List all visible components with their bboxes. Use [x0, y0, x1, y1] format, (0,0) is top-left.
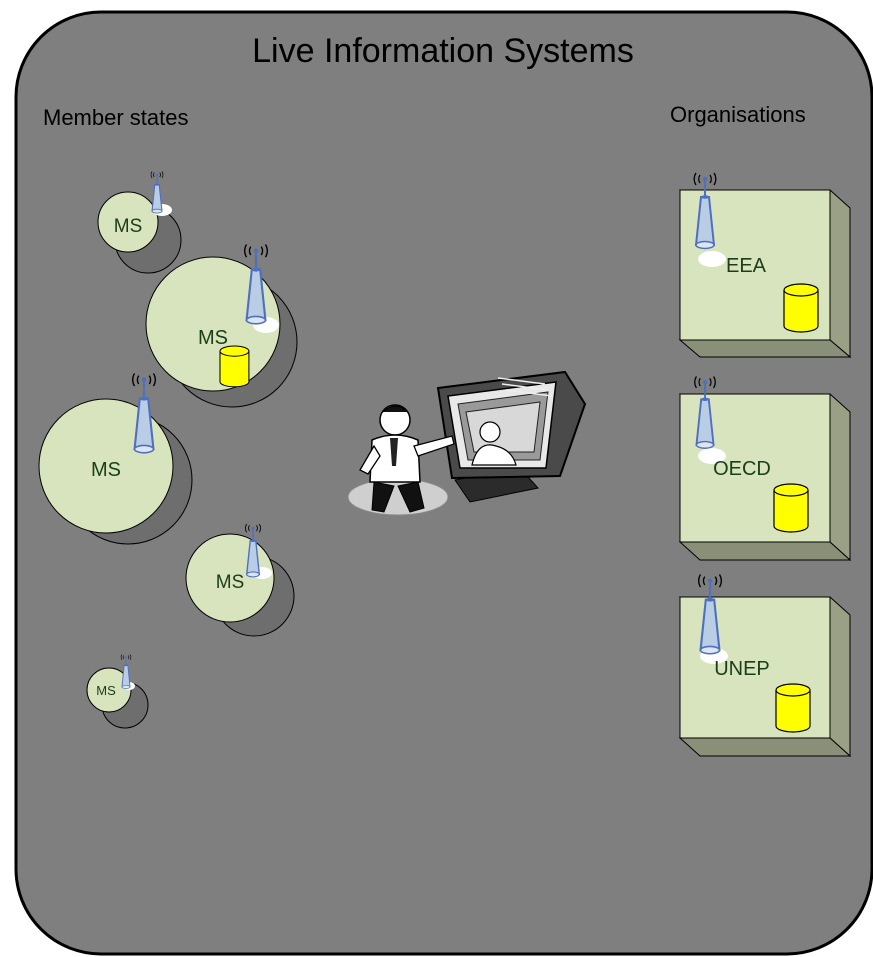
node-label: MS [198, 327, 228, 349]
member-states-heading: Member states [43, 105, 189, 130]
member-state-node: MS [145, 243, 298, 408]
database-icon [783, 283, 819, 333]
database-icon [775, 683, 811, 733]
member-state-node: MS [86, 654, 149, 729]
node-label: MS [91, 459, 121, 481]
organisation-box: OECD [678, 375, 852, 562]
member-state-node: MS [38, 372, 193, 545]
node-label: MS [96, 683, 116, 698]
database-icon [219, 345, 250, 388]
org-label: OECD [713, 458, 771, 480]
diagram-title: Live Information Systems [252, 32, 634, 70]
node-circle [97, 191, 159, 253]
org-label: EEA [726, 255, 767, 277]
organisations-heading: Organisations [670, 102, 806, 127]
database-icon [773, 483, 809, 533]
org-label: UNEP [714, 658, 770, 680]
presenter-at-computer-icon [347, 370, 587, 516]
organisation-box: EEA [678, 172, 852, 359]
node-circle [86, 667, 132, 713]
main-panel [14, 10, 873, 956]
node-label: MS [216, 572, 245, 593]
member-state-node: MS [97, 170, 182, 274]
node-label: MS [114, 216, 143, 237]
organisation-box: UNEP [678, 573, 852, 758]
member-state-node: MS [185, 523, 295, 637]
